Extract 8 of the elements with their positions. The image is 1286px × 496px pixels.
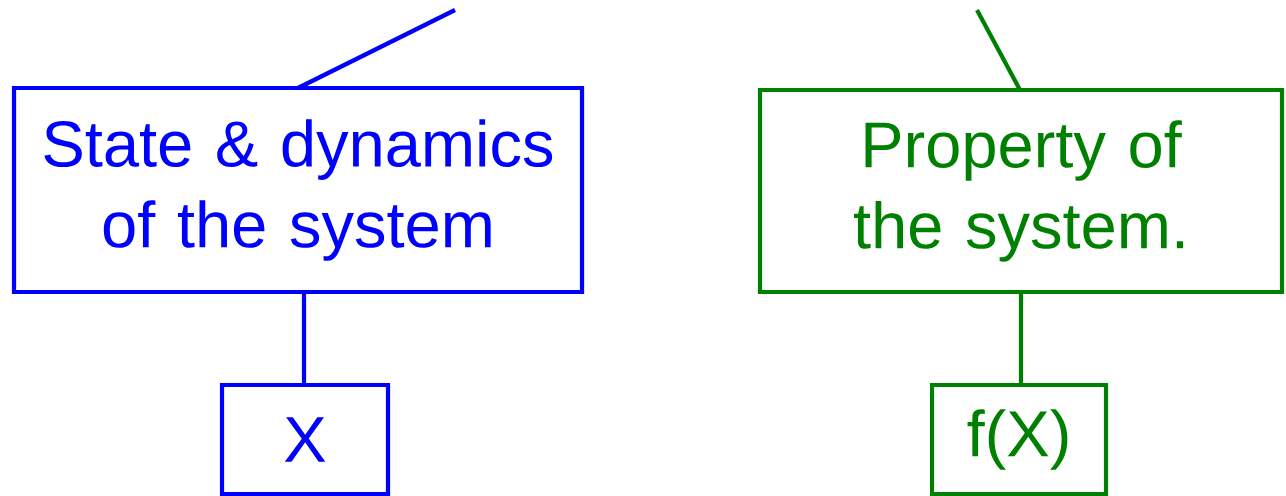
connector-line bbox=[1018, 292, 1024, 385]
connector-line bbox=[301, 292, 307, 385]
function-box: f(X) bbox=[929, 382, 1109, 496]
variable-box: X bbox=[219, 382, 391, 496]
connector-line bbox=[975, 9, 1022, 91]
connector-line bbox=[297, 8, 456, 90]
text-box: State & dynamics of the system bbox=[11, 85, 585, 295]
text-box: Property of the system. bbox=[757, 87, 1285, 295]
